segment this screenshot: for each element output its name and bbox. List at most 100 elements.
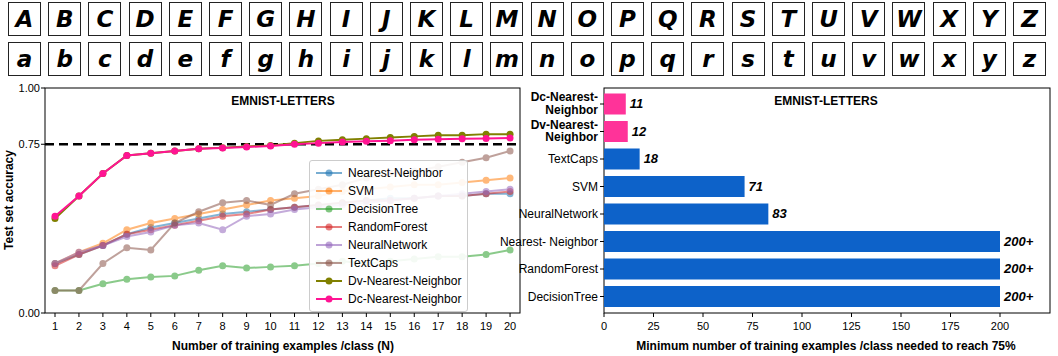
letter-sample: D <box>129 2 162 36</box>
bar <box>604 259 1000 280</box>
letter-sample: q <box>651 42 684 76</box>
tick-mark <box>950 313 951 317</box>
tick-label: 16 <box>408 320 420 333</box>
legend-sample <box>314 256 344 270</box>
category-label: RandomForest <box>498 263 598 276</box>
series-marker <box>243 143 250 150</box>
letter-sample: l <box>450 42 483 76</box>
letter-sample: m <box>490 42 523 76</box>
series-marker <box>147 229 154 236</box>
letter-sample: N <box>531 2 564 36</box>
letter-sample: k <box>410 42 443 76</box>
series-marker <box>243 265 250 272</box>
series-marker <box>171 148 178 155</box>
letter-glyph: P <box>619 8 636 31</box>
letter-glyph: A <box>16 8 34 31</box>
tick-label: 175 <box>941 320 959 333</box>
legend-sample <box>314 166 344 180</box>
letter-sample: Q <box>651 2 684 36</box>
legend-row: DecisionTree <box>314 200 461 218</box>
tick-label: 100 <box>793 320 811 333</box>
letter-glyph: n <box>539 48 555 71</box>
letter-glyph: c <box>98 48 112 71</box>
letter-glyph: j <box>382 48 390 71</box>
letter-sample: c <box>88 42 121 76</box>
series-marker <box>75 287 82 294</box>
letter-glyph: C <box>96 8 113 31</box>
series-marker <box>483 188 490 195</box>
letter-sample: E <box>169 2 202 36</box>
legend-row: Dv-Nearest-Neighbor <box>314 272 461 290</box>
letter-glyph: z <box>1023 48 1036 71</box>
series-marker <box>99 242 106 249</box>
series-marker <box>99 280 106 287</box>
letter-glyph: m <box>495 48 519 71</box>
tick-mark <box>510 313 511 317</box>
series-marker <box>75 249 82 256</box>
letter-glyph: J <box>382 8 391 31</box>
letter-glyph: e <box>177 48 193 71</box>
series-marker <box>75 193 82 200</box>
letter-glyph: X <box>940 8 958 31</box>
letter-sample: b <box>48 42 81 76</box>
series-marker <box>75 193 82 200</box>
legend-row: Nearest-Neighbor <box>314 164 461 182</box>
letter-sample: e <box>169 42 202 76</box>
legend-sample <box>314 202 344 216</box>
series-marker <box>507 175 514 182</box>
letter-glyph: W <box>896 8 921 31</box>
value-label: 18 <box>644 152 658 167</box>
tick-mark <box>438 313 439 317</box>
letter-sample: P <box>611 2 644 36</box>
series-marker <box>291 190 298 197</box>
letter-sample: I <box>330 2 363 36</box>
tick-mark <box>486 313 487 317</box>
series-marker <box>219 144 226 151</box>
tick-mark <box>270 313 271 317</box>
letter-sample: C <box>88 2 121 36</box>
chart-title: EMNIST-LETTERS <box>231 95 334 109</box>
series-marker <box>52 213 59 220</box>
accuracy-plot <box>41 88 520 317</box>
series-marker <box>171 272 178 279</box>
letter-glyph: o <box>579 48 595 71</box>
letter-glyph: w <box>898 48 919 71</box>
letter-glyph: U <box>819 8 838 31</box>
letter-sample: M <box>490 2 523 36</box>
series-marker <box>291 141 298 148</box>
legend-row: TextCaps <box>314 254 461 272</box>
letter-glyph: p <box>619 48 635 71</box>
value-label: 200+ <box>1004 234 1033 249</box>
legend-row: Dc-Nearest-Neighbor <box>314 290 461 308</box>
legend-text: Dv-Nearest-Neighbor <box>348 274 461 288</box>
letter-sample: V <box>852 2 885 36</box>
category-label: NeuralNetwork <box>498 208 598 221</box>
letter-sample: O <box>571 2 604 36</box>
series-marker <box>123 276 130 283</box>
tick-label: 0 <box>601 320 607 333</box>
letter-sample: z <box>1013 42 1046 76</box>
letter-sample: d <box>129 42 162 76</box>
series-marker <box>147 274 154 281</box>
tick-label: 125 <box>842 320 860 333</box>
series-marker <box>483 177 490 184</box>
legend-text: TextCaps <box>348 256 398 270</box>
bar <box>604 286 1000 307</box>
tick-mark <box>600 214 604 215</box>
series-marker <box>147 247 154 254</box>
letter-sample: v <box>852 42 885 76</box>
letter-sample: w <box>892 42 925 76</box>
tick-mark <box>102 313 103 317</box>
tick-mark <box>604 313 605 317</box>
series-marker <box>99 170 106 177</box>
series-marker <box>459 135 466 142</box>
series-marker <box>171 220 178 227</box>
tick-mark <box>600 186 604 187</box>
series-marker <box>75 287 82 294</box>
tick-mark <box>802 313 803 317</box>
tick-mark <box>174 313 175 317</box>
series-marker <box>363 138 370 145</box>
series-marker <box>123 244 130 251</box>
letter-sample: n <box>531 42 564 76</box>
category-label: Dv-Nearest- Neighbor <box>498 119 598 144</box>
